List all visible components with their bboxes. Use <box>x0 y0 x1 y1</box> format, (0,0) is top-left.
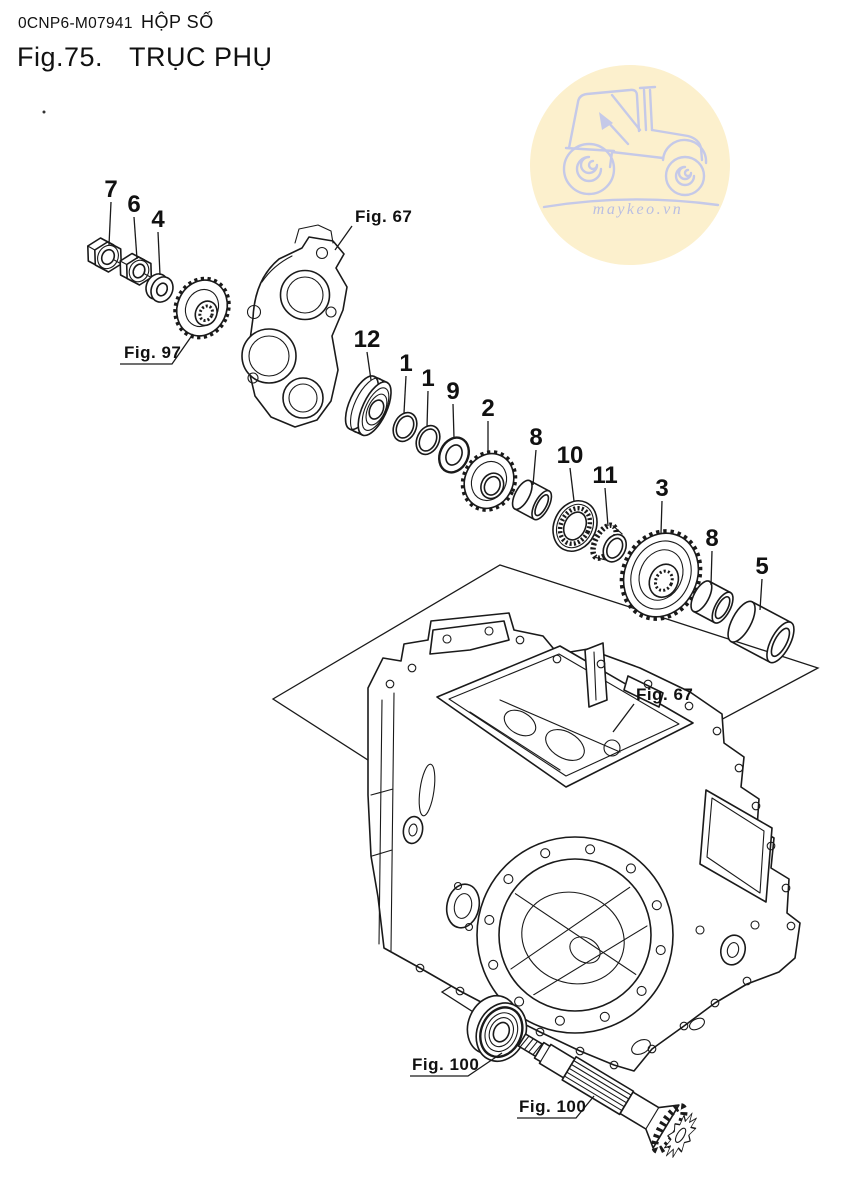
bearing-12 <box>344 375 392 437</box>
figref-97: Fig. 97 <box>124 343 181 362</box>
callout-3: 3 <box>655 475 668 502</box>
callout-leaders <box>108 201 763 1119</box>
bushing-8a <box>511 479 553 521</box>
callout-5: 5 <box>755 553 768 580</box>
figure-title-line: Fig.75. TRỤC PHỤ <box>17 42 273 73</box>
figref-67-mid: Fig. 67 <box>636 685 693 704</box>
transmission-housing <box>367 612 801 1072</box>
rim-bolt-holes <box>385 635 796 1070</box>
callout-8a: 8 <box>529 424 542 451</box>
needle-cage-11 <box>590 522 628 563</box>
figure-reference-labels: Fig. 67 Fig. 97 Fig. 67 Fig. 100 Fig. 10… <box>124 207 693 1116</box>
callout-6: 6 <box>127 191 140 218</box>
callout-11: 11 <box>592 462 617 489</box>
tractor-icon <box>542 85 720 209</box>
nut-7 <box>87 237 122 273</box>
figref-100-bearing: Fig. 100 <box>412 1055 479 1074</box>
callout-7: 7 <box>104 176 117 203</box>
callout-10: 10 <box>557 442 584 469</box>
callout-1a: 1 <box>399 350 412 377</box>
bevel-pinion-shaft <box>517 1033 697 1158</box>
collar-5 <box>727 600 795 664</box>
callout-8b: 8 <box>705 525 718 552</box>
page-title: TRỤC PHỤ <box>129 42 273 72</box>
figure-number: Fig.75. <box>17 42 104 72</box>
gear-2 <box>460 450 518 512</box>
callout-1b: 1 <box>421 365 434 392</box>
watermark-text: maykeo.vn <box>593 201 683 218</box>
figref-100-shaft: Fig. 100 <box>519 1097 586 1116</box>
flange-interior <box>502 871 648 1008</box>
stray-mark <box>42 110 46 114</box>
snap-ring-1a <box>392 411 418 443</box>
callout-numbers: 7 6 4 12 1 1 9 2 8 10 11 3 8 5 <box>104 176 768 580</box>
flange-bolt-holes <box>484 844 666 1026</box>
gear-case-cover-plate <box>241 224 348 428</box>
document-code: 0CNP6-M07941 <box>18 15 133 32</box>
callout-4: 4 <box>151 206 165 233</box>
gear-fig97 <box>173 276 231 340</box>
gear-3 <box>619 529 703 621</box>
watermark-circle <box>530 65 730 265</box>
callout-9: 9 <box>446 378 459 405</box>
watermark: maykeo.vn <box>530 65 730 265</box>
section-title: HỘP SỐ <box>141 12 214 32</box>
bushing-8b <box>690 580 734 624</box>
callout-2: 2 <box>481 395 494 422</box>
washer-4 <box>145 273 174 303</box>
snap-ring-1b <box>415 424 441 456</box>
needle-bearing-10 <box>552 500 598 552</box>
nut-6 <box>119 252 153 286</box>
figref-67-top: Fig. 67 <box>355 207 412 226</box>
washer-9 <box>438 436 470 474</box>
callout-12: 12 <box>354 326 381 353</box>
